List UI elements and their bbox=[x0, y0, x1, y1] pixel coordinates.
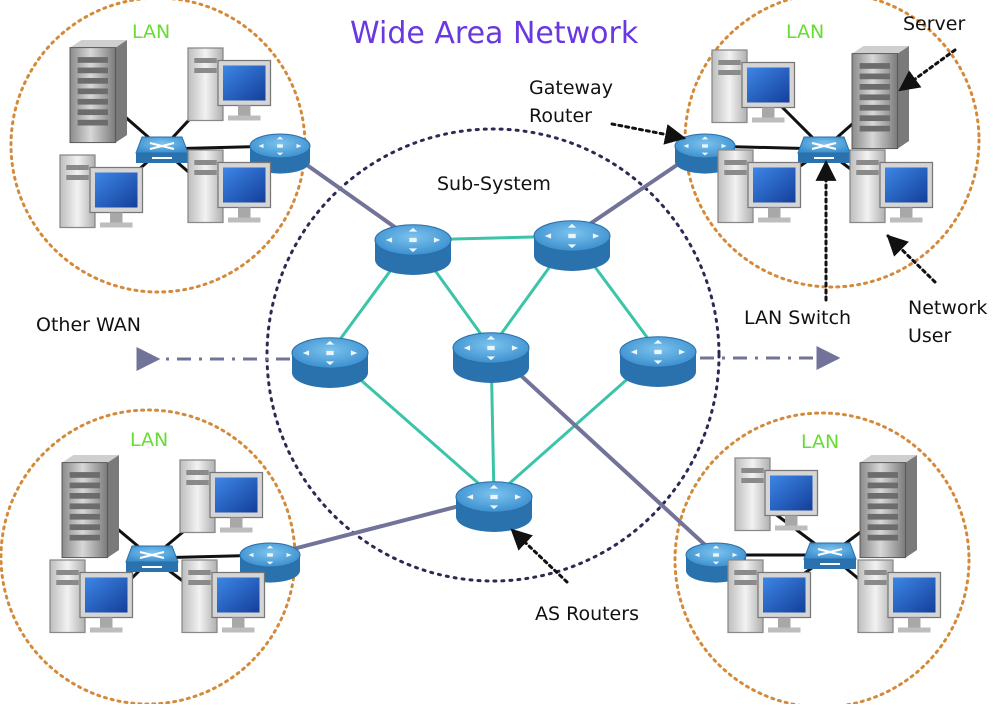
workstation-icon bbox=[187, 47, 272, 122]
server-icon bbox=[69, 40, 127, 144]
workstation-icon bbox=[59, 154, 144, 229]
router-icon bbox=[291, 337, 369, 388]
lan-label-top-left: LAN bbox=[132, 21, 171, 43]
workstation-icon bbox=[849, 149, 934, 224]
server-pointer bbox=[898, 48, 957, 92]
router-icon bbox=[452, 332, 530, 383]
lan-switch-icon bbox=[803, 542, 857, 569]
workstation-icon bbox=[181, 559, 266, 634]
as-routers-label: AS Routers bbox=[535, 603, 639, 625]
lan-label-bottom-right: LAN bbox=[801, 431, 840, 453]
workstation-icon bbox=[727, 559, 812, 634]
server-icon bbox=[61, 455, 119, 559]
lan-label-bottom-left: LAN bbox=[130, 429, 169, 451]
as-routers-pointer bbox=[510, 528, 569, 584]
router-icon bbox=[619, 336, 697, 387]
server-label: Server bbox=[903, 13, 966, 35]
server-icon bbox=[859, 455, 917, 559]
gateway-router-label-line1: Gateway bbox=[529, 77, 613, 99]
network-user-label-line2: User bbox=[908, 325, 952, 347]
sub-system-boundary bbox=[265, 127, 721, 583]
workstation-icon bbox=[734, 457, 819, 532]
devices bbox=[49, 40, 942, 634]
network-user-pointer bbox=[886, 234, 937, 284]
lan-switch-icon bbox=[797, 136, 851, 163]
workstation-icon bbox=[49, 559, 134, 634]
router-icon bbox=[374, 224, 452, 275]
workstation-icon bbox=[711, 49, 796, 124]
gateway-router-label-line2: Router bbox=[529, 105, 592, 127]
other-wan-label: Other WAN bbox=[36, 314, 141, 336]
lan-switch-icon bbox=[135, 136, 189, 163]
sub-system-label: Sub-System bbox=[437, 173, 551, 195]
network-user-label-line1: Network bbox=[908, 297, 988, 319]
gateway-pointer bbox=[610, 122, 687, 145]
router-icon bbox=[533, 220, 611, 271]
lan-label-top-right: LAN bbox=[786, 21, 825, 43]
workstation-icon bbox=[717, 149, 802, 224]
lan-switch-label: LAN Switch bbox=[744, 307, 852, 329]
annotation-pointers bbox=[510, 48, 957, 584]
workstation-icon bbox=[179, 459, 264, 534]
router-icon bbox=[455, 481, 533, 532]
server-icon bbox=[851, 46, 909, 150]
diagram-title: Wide Area Network bbox=[350, 16, 639, 51]
wan-link bbox=[489, 346, 718, 557]
workstation-icon bbox=[857, 559, 942, 634]
workstation-icon bbox=[187, 149, 272, 224]
lan-switch-icon bbox=[125, 545, 179, 572]
